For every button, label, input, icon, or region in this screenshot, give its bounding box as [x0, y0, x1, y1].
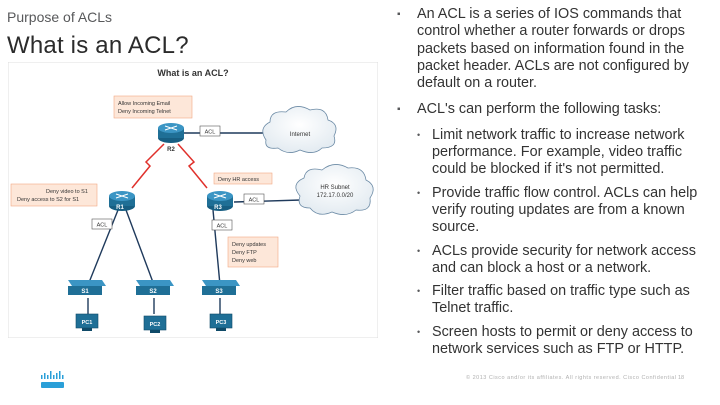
diagram-title: What is an ACL? — [157, 68, 228, 78]
copyright-footer: © 2013 Cisco and/or its affiliates. All … — [466, 375, 677, 381]
svg-text:Allow Incoming Email: Allow Incoming Email — [118, 101, 170, 107]
svg-text:ACL: ACL — [249, 198, 260, 204]
note-allow-email: Allow Incoming Email Deny Incoming Telne… — [113, 95, 193, 119]
svg-text:S3: S3 — [215, 289, 223, 295]
note-deny-services: Deny updates Deny FTP Deny web — [227, 236, 279, 268]
svg-text:PC3: PC3 — [216, 320, 227, 326]
sub-bullet-marker: • — [417, 286, 421, 297]
sub-bullet-marker: • — [417, 187, 421, 198]
slide-title: What is an ACL? — [7, 32, 189, 59]
svg-text:Deny web: Deny web — [232, 258, 256, 264]
cisco-logo — [41, 371, 64, 388]
sub-bullet-item: • Provide traffic flow control. ACLs can… — [417, 184, 698, 236]
sub-bullet-item: • Screen hosts to permit or deny access … — [417, 323, 693, 358]
svg-text:Deny updates: Deny updates — [232, 242, 266, 248]
svg-text:HR Subnet: HR Subnet — [320, 185, 350, 191]
sub-bullet-item: • Filter traffic based on traffic type s… — [417, 283, 690, 317]
switch-icon: S1 — [68, 280, 106, 295]
svg-text:PC1: PC1 — [82, 320, 93, 326]
svg-text:S2: S2 — [149, 289, 157, 295]
svg-text:Deny FTP: Deny FTP — [232, 250, 257, 256]
note-deny-video: Deny video to S1 Deny access to S2 for S… — [10, 183, 98, 207]
svg-text:Deny video to S1: Deny video to S1 — [46, 189, 88, 195]
acl-tag-r2: ACL — [199, 125, 221, 137]
slide-kicker: Purpose of ACLs — [7, 9, 113, 25]
svg-text:ACL: ACL — [217, 224, 228, 230]
bullet-item: ▪ An ACL is a series of IOS commands tha… — [397, 6, 690, 92]
svg-text:Deny access to S2 for S1: Deny access to S2 for S1 — [17, 197, 79, 203]
internet-cloud: Internet — [262, 106, 337, 153]
acl-tag-r3-lan: ACL — [211, 219, 233, 231]
pc-icon: PC1 — [75, 313, 99, 331]
svg-text:R1: R1 — [116, 205, 124, 211]
acl-network-diagram: What is an ACL? Internet HR Subnet 172.1… — [8, 62, 378, 338]
acl-tag-r1: ACL — [91, 218, 113, 230]
bullet-marker: ▪ — [397, 104, 401, 116]
page-number: 18 — [678, 375, 685, 381]
sub-bullet-item: • Limit network traffic to increase netw… — [417, 126, 685, 178]
svg-text:Deny HR access: Deny HR access — [218, 177, 259, 183]
sub-bullet-marker: • — [417, 245, 421, 256]
router-icon: R3 — [207, 191, 233, 211]
bullet-item: ▪ ACL's can perform the following tasks: — [397, 101, 662, 118]
svg-text:S1: S1 — [81, 289, 89, 295]
bullet-marker: ▪ — [397, 9, 401, 20]
sub-bullet-marker: • — [417, 129, 421, 140]
sub-bullet-marker: • — [417, 326, 421, 337]
svg-text:R3: R3 — [214, 205, 222, 211]
svg-text:ACL: ACL — [97, 223, 108, 229]
svg-text:172.17.0.0/20: 172.17.0.0/20 — [317, 193, 354, 199]
svg-text:ACL: ACL — [205, 130, 216, 136]
bullet-list: ▪ An ACL is a series of IOS commands tha… — [397, 6, 709, 364]
acl-tag-r3: ACL — [243, 193, 265, 205]
pc-icon: PC3 — [209, 313, 233, 331]
router-icon: R2 — [158, 123, 184, 153]
switch-icon: S3 — [202, 280, 240, 295]
sub-bullet-item: • ACLs provide security for network acce… — [417, 242, 696, 276]
hr-subnet-cloud: HR Subnet 172.17.0.0/20 — [295, 164, 374, 215]
note-deny-hr: Deny HR access — [213, 172, 273, 185]
router-icon: R1 — [109, 191, 135, 211]
svg-text:Internet: Internet — [290, 132, 311, 138]
pc-icon: PC2 — [143, 315, 167, 333]
serial-links — [131, 143, 208, 189]
switch-icon: S2 — [136, 280, 174, 295]
svg-text:Deny Incoming Telnet: Deny Incoming Telnet — [118, 109, 171, 115]
svg-text:R2: R2 — [167, 147, 175, 153]
svg-text:PC2: PC2 — [150, 322, 161, 328]
